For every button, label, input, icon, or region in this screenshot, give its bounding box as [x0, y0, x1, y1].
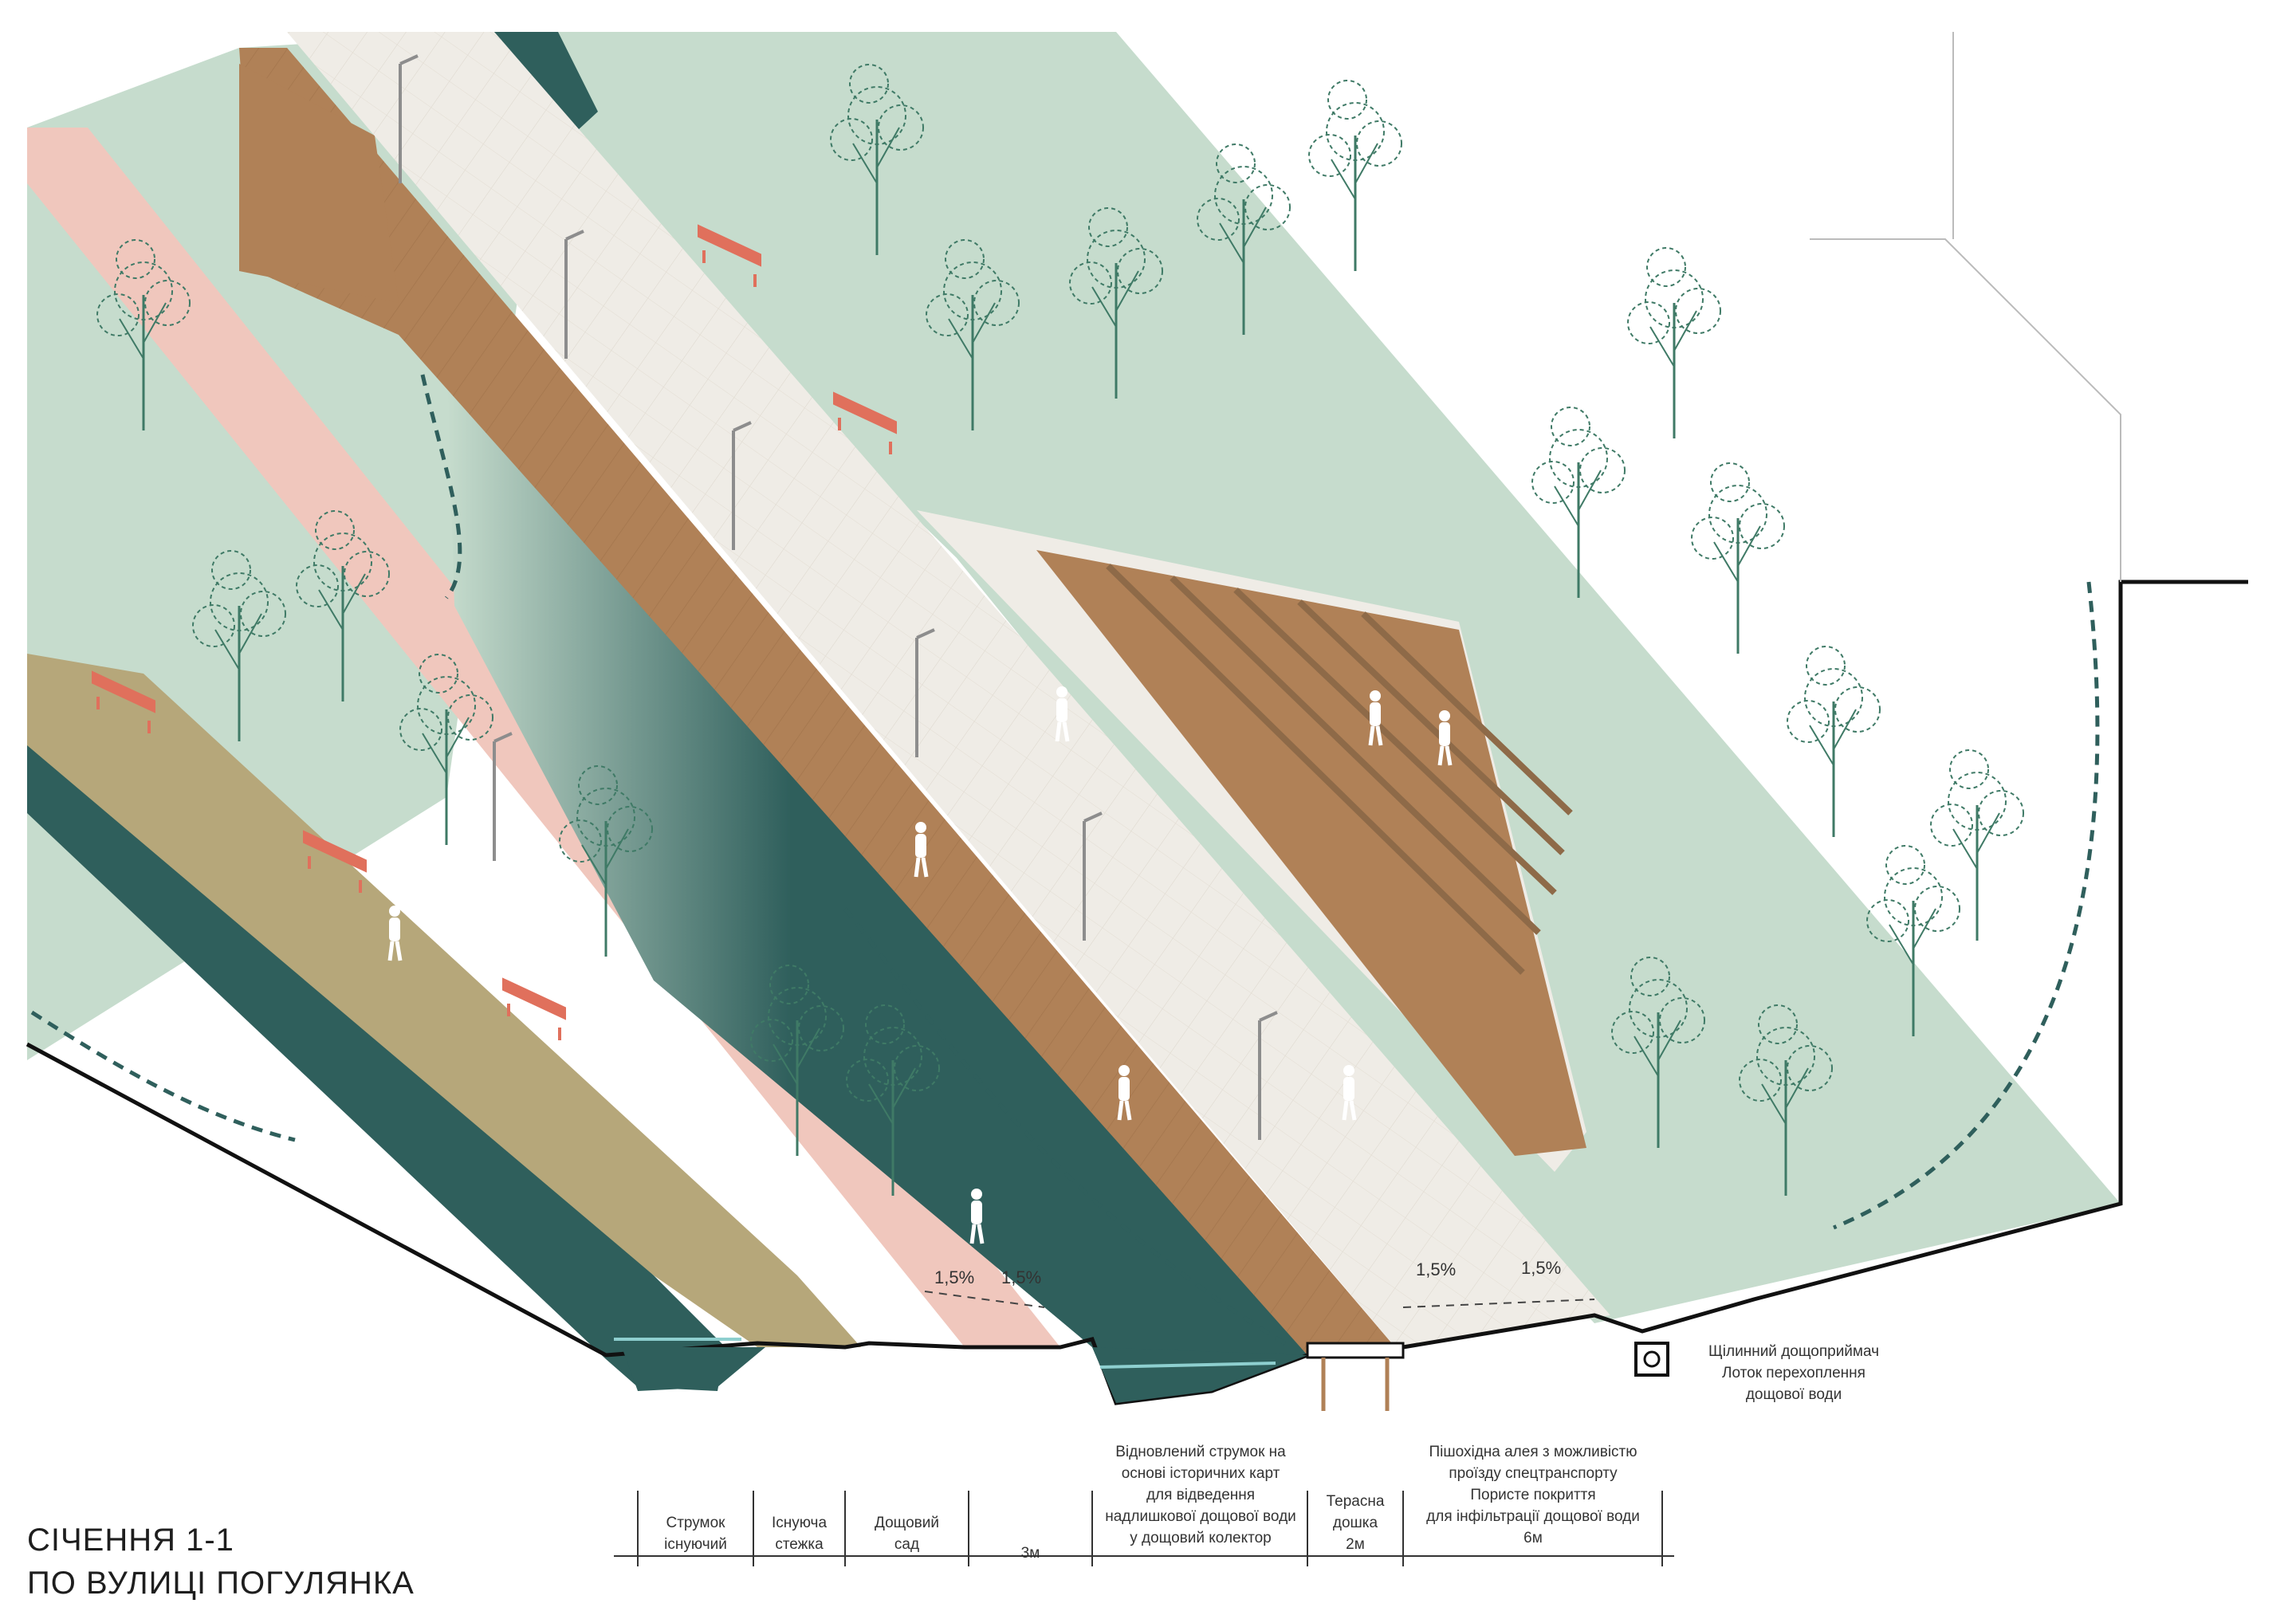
drain-line: дощової води	[1745, 1386, 1842, 1403]
slope-label: 1,5%	[1416, 1259, 1457, 1279]
alley-annotation: Пішохідна алея з можливістю проїзду спец…	[1405, 1441, 1661, 1549]
section-title-line1: СІЧЕННЯ 1-1	[27, 1523, 234, 1558]
alley-line: для інфільтрації дощової води	[1426, 1508, 1640, 1525]
existing-stream	[27, 741, 725, 1391]
slot-drain-icon	[1634, 1342, 1669, 1377]
legend-line: Існуюча	[771, 1515, 828, 1531]
terrace-line: Терасна	[1326, 1493, 1385, 1510]
legend-line: Дощовий	[875, 1515, 939, 1531]
stream-line: Відновлений струмок на	[1115, 1444, 1286, 1460]
alley-line: Пішохідна алея з можливістю	[1429, 1444, 1637, 1460]
terrace-line: 2м	[1346, 1536, 1365, 1553]
alley-line: 6м	[1523, 1530, 1543, 1546]
legend-line: стежка	[775, 1536, 824, 1553]
drain-line: Щілинний дощоприймач	[1708, 1343, 1880, 1360]
legend-existing-stream: Струмок існуючий	[638, 1513, 753, 1554]
timber-deck-boards	[239, 48, 1395, 1355]
picnic-deck	[239, 64, 399, 303]
legend-existing-path: Існуюча стежка	[753, 1513, 845, 1554]
stream-line: основі історичних карт	[1121, 1465, 1280, 1482]
stream-bed-right	[1092, 1347, 1307, 1403]
alley-line: проїзду спецтранспорту	[1449, 1465, 1618, 1482]
slope-label: 1,5%	[1521, 1258, 1562, 1278]
alley-line: Пористе покриття	[1470, 1487, 1596, 1503]
legend-cycle-path: 3м	[969, 1532, 1092, 1574]
terrace-steps	[1106, 564, 1573, 975]
slope-label: 1,5%	[1001, 1267, 1042, 1287]
terrace-annotation: Терасна дошка 2м	[1309, 1491, 1402, 1555]
stream-annotation: Відновлений струмок на основі історичних…	[1096, 1441, 1305, 1549]
scale-bar	[614, 1491, 1674, 1566]
legend-line: сад	[894, 1536, 920, 1553]
stream-bed-left	[622, 1347, 765, 1391]
slope-label: 1,5%	[934, 1267, 975, 1287]
legend-line: Струмок	[666, 1515, 725, 1531]
stream-line: для відведення	[1146, 1487, 1256, 1503]
legend-line: 3м	[1020, 1544, 1040, 1562]
width-arrows	[614, 1338, 1276, 1369]
legend-line: існуючий	[664, 1536, 727, 1553]
existing-path	[27, 654, 861, 1347]
drain-annotation: Щілинний дощоприймач Лоток перехоплення …	[1698, 1341, 1889, 1405]
stepped-terrace	[1036, 550, 1586, 1156]
slope-arrows	[924, 1291, 1595, 1308]
terrace-bench	[1306, 1342, 1405, 1359]
building-outline	[1810, 238, 2121, 582]
section-title-line2: ПО ВУЛИЦІ ПОГУЛЯНКА	[27, 1566, 415, 1601]
legend-rain-garden: Дощовий сад	[845, 1513, 969, 1554]
terrace-line: дошка	[1332, 1515, 1378, 1531]
stream-line: у дощовий колектор	[1130, 1530, 1272, 1546]
drain-line: Лоток перехоплення	[1722, 1365, 1866, 1381]
pedestrian-alley-texture	[287, 32, 1610, 1347]
water-flow-arrows	[30, 374, 2100, 1350]
stream-line: надлишкової дощової води	[1105, 1508, 1296, 1525]
